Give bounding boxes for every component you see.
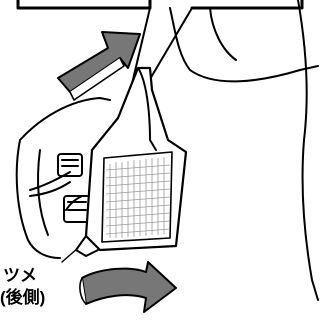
vehicle-body-outline bbox=[169, 7, 319, 83]
socket-detail bbox=[61, 159, 87, 211]
callout-frame bbox=[16, 0, 152, 10]
lens-grid bbox=[105, 157, 171, 238]
tab-leader bbox=[61, 247, 79, 263]
bulb-socket-1 bbox=[57, 153, 83, 177]
callout-frame-right bbox=[190, 0, 304, 10]
housing-tab bbox=[75, 235, 99, 257]
arrow-up-right-icon bbox=[57, 31, 141, 101]
curved-arrow-icon bbox=[79, 261, 177, 313]
lamp-housing-edge bbox=[137, 67, 157, 151]
vehicle-body-curve bbox=[297, 0, 319, 301]
rear-side-label: (後側) bbox=[0, 288, 46, 307]
vehicle-body-inner bbox=[209, 7, 237, 61]
bumper-cavity bbox=[15, 97, 111, 259]
tab-label: ツメ bbox=[3, 266, 37, 285]
